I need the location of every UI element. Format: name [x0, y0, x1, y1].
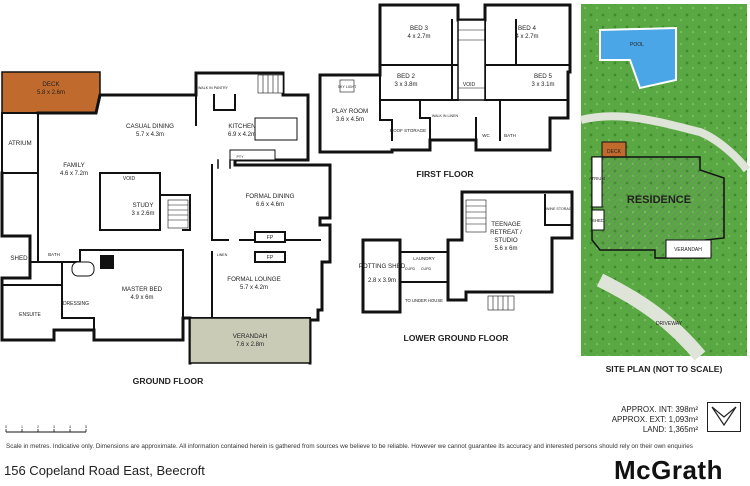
wc-label: WC [482, 133, 490, 138]
property-address: 156 Copeland Road East, Beecroft [4, 463, 205, 478]
roof-storage-label: ROOF STORAGE [390, 128, 426, 133]
ensuite-label: ENSUITE [19, 312, 41, 318]
teenage-retreat-dim: 5.6 x 6m [494, 246, 517, 252]
wine-storage-label: WINE STORAGE [546, 207, 574, 211]
under-house-label: TO UNDER HOUSE [405, 298, 443, 303]
site-verandah-label: VERANDAH [674, 247, 702, 253]
bed5-dim: 3 x 3.1m [531, 82, 554, 88]
cupd-label-1: CUPD [405, 267, 416, 271]
formal-lounge-label: FORMAL LOUNGE [227, 276, 280, 283]
ground-floor-plan [0, 71, 332, 365]
site-plan [580, 4, 750, 361]
casual-dining-label: CASUAL DINING [126, 123, 174, 130]
master-bed-label: MASTER BED [122, 286, 163, 293]
north-arrow-icon [707, 402, 741, 432]
bed3-dim: 4 x 2.7m [407, 34, 430, 40]
linen-label: LINEN [217, 253, 228, 257]
area-summary: APPROX. INT: 398m² APPROX. EXT: 1,093m² … [612, 405, 698, 435]
land-area: LAND: 1,365m² [642, 425, 698, 434]
kitchen-label: KITCHEN [228, 123, 255, 130]
first-floor-plan [318, 3, 572, 154]
bed4-label: BED 4 [518, 25, 536, 32]
svg-text:1: 1 [21, 425, 23, 429]
shed-label: SHED [10, 255, 28, 262]
svg-text:2: 2 [37, 425, 39, 429]
laundry-label: LAUNDRY [413, 256, 434, 261]
deck-label: DECK [42, 81, 60, 88]
teenage-retreat-line2: RETREAT / [490, 229, 522, 236]
pantry-label: PTY [237, 155, 245, 159]
ground-floor-title: GROUND FLOOR [133, 376, 204, 386]
disclaimer-text: Scale in metres. Indicative only. Dimens… [6, 443, 693, 450]
site-pool-label: POOL [630, 42, 644, 48]
dressing-label: DRESSING [63, 301, 89, 307]
family-dim: 4.6 x 7.2m [60, 171, 88, 177]
bed4-dim: 4 x 2.7m [515, 34, 538, 40]
formal-dining-label: FORMAL DINING [246, 193, 295, 200]
bath-label: BATH [48, 252, 60, 257]
fireplace-label-2: FP [267, 255, 274, 261]
potting-shed-dim: 2.8 x 3.9m [368, 278, 396, 284]
void-first-label: VOID [463, 82, 476, 88]
atrium-area [1, 112, 39, 174]
svg-text:0: 0 [5, 425, 7, 429]
site-shed-label: SHED [592, 218, 605, 223]
deck-dim: 5.8 x 2.6m [37, 90, 65, 96]
play-room-label: PLAY ROOM [332, 108, 368, 115]
svg-text:4: 4 [69, 425, 71, 429]
scale-bar: 0 1 2 3 4 5 [5, 425, 87, 433]
external-area: APPROX. EXT: 1,093m² [611, 415, 698, 424]
master-bed-dim: 4.9 x 6m [130, 295, 153, 301]
walk-in-pantry-label: WALK IN PANTRY [198, 86, 228, 90]
family-label: FAMILY [63, 162, 85, 169]
study-dim: 3 x 2.6m [131, 211, 154, 217]
verandah-dim: 7.6 x 2.8m [236, 342, 264, 348]
verandah-area [189, 317, 311, 364]
site-driveway-label: DRIVEWAY [656, 321, 683, 327]
study-label: STUDY [133, 202, 154, 209]
first-floor-title: FIRST FLOOR [416, 169, 474, 179]
brand-logo: McGrath [614, 455, 723, 485]
skylight-label: SKY LIGHT [338, 85, 358, 89]
lower-ground-plan [361, 190, 574, 314]
bed5-label: BED 5 [534, 73, 552, 80]
lower-ground-title: LOWER GROUND FLOOR [403, 333, 509, 343]
site-residence-label: RESIDENCE [627, 194, 691, 206]
site-atrium-label: ATRIUM [589, 176, 605, 181]
teenage-retreat-line3: STUDIO [494, 237, 518, 244]
formal-lounge-dim: 5.7 x 4.2m [240, 285, 268, 291]
cupd-label-2: CUPD [421, 267, 432, 271]
verandah-label: VERANDAH [233, 333, 267, 340]
bed2-dim: 3 x 3.8m [394, 82, 417, 88]
walk-in-linen-label: WALK IN LINEN [432, 114, 459, 118]
play-room-dim: 3.6 x 4.5m [336, 117, 364, 123]
fireplace-label-1: FP [267, 235, 274, 241]
void-label: VOID [123, 176, 136, 182]
formal-dining-dim: 6.6 x 4.6m [256, 202, 284, 208]
svg-text:5: 5 [85, 425, 87, 429]
internal-area: APPROX. INT: 398m² [621, 405, 698, 414]
potting-shed-label: POTTING SHED [359, 263, 406, 270]
casual-dining-dim: 5.7 x 4.3m [136, 132, 164, 138]
kitchen-dim: 6.9 x 4.2m [228, 132, 256, 138]
site-plan-title: SITE PLAN (NOT TO SCALE) [606, 364, 723, 374]
svg-text:3: 3 [53, 425, 55, 429]
bath-first-label: BATH [504, 133, 516, 138]
site-deck-label: DECK [607, 149, 622, 155]
teenage-retreat-line1: TEENAGE [491, 221, 521, 228]
pool-area [599, 26, 677, 90]
bed2-label: BED 2 [397, 73, 415, 80]
atrium-label: ATRIUM [8, 140, 31, 147]
bed3-label: BED 3 [410, 25, 428, 32]
